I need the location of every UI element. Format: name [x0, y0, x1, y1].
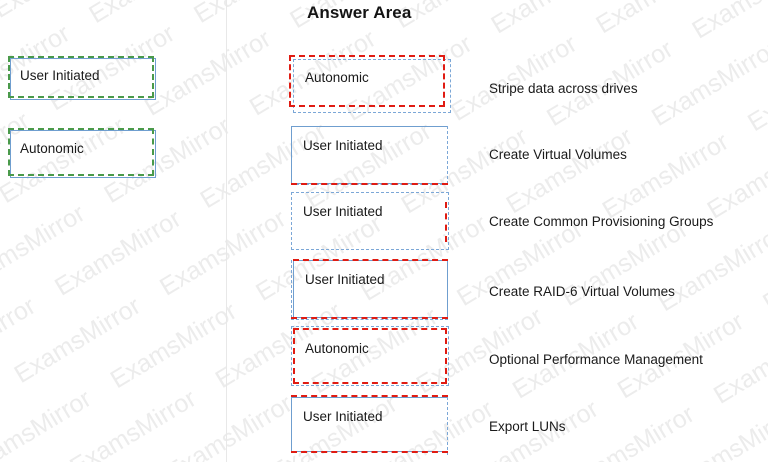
drop-zone-right-edge [447, 126, 448, 184]
drop-zone-outline [291, 192, 449, 250]
answer-dropped-value: Autonomic [305, 341, 369, 356]
drop-zone-highlight-bottom [291, 451, 448, 453]
answer-dropped-value: Autonomic [305, 70, 369, 85]
answer-prompt-4: Create RAID-6 Virtual Volumes [489, 284, 675, 299]
source-item-autonomic[interactable]: Autonomic [8, 128, 156, 178]
drop-zone-highlight [291, 183, 448, 185]
answer-drop-zone-6[interactable]: User Initiated [289, 395, 451, 455]
drop-zone-outline [293, 260, 448, 318]
source-box-outline [10, 58, 156, 100]
answer-prompt-6: Export LUNs [489, 419, 566, 434]
source-item-label: Autonomic [20, 141, 84, 156]
answer-drop-zone-3[interactable]: User Initiated [289, 192, 451, 252]
drop-zone-highlight-top [291, 395, 448, 397]
panel-divider [226, 0, 227, 462]
drop-zone-outline [291, 326, 449, 386]
drop-zone-outline [293, 59, 451, 113]
answer-dropped-value: User Initiated [303, 204, 383, 219]
drop-zone-right-edge [447, 397, 448, 455]
drop-zone-highlight-bottom [291, 317, 448, 319]
answer-prompt-1: Stripe data across drives [489, 81, 638, 96]
answer-dropped-value: User Initiated [305, 272, 385, 287]
drop-zone-left-edge [291, 260, 292, 318]
drop-zone-outline [291, 397, 447, 452]
answer-prompt-2: Create Virtual Volumes [489, 147, 627, 162]
answer-drop-zone-2[interactable]: User Initiated [289, 126, 451, 186]
page-title: Answer Area [307, 3, 412, 22]
answer-dropped-value: User Initiated [303, 409, 383, 424]
answer-prompt-3: Create Common Provisioning Groups [489, 214, 714, 229]
drop-zone-highlight-top [293, 259, 448, 261]
source-box-outline [10, 130, 156, 178]
answer-drop-zone-5[interactable]: Autonomic [289, 326, 451, 388]
answer-drop-zone-4[interactable]: User Initiated [289, 258, 451, 320]
drop-zone-bottom-edge [291, 319, 448, 320]
source-item-user-initiated[interactable]: User Initiated [8, 56, 156, 100]
drop-zone-outline [291, 126, 447, 184]
source-item-label: User Initiated [20, 68, 100, 83]
drop-zone-highlight [445, 202, 447, 242]
answer-drop-zone-1[interactable]: Autonomic [289, 55, 451, 113]
answer-prompt-5: Optional Performance Management [489, 352, 703, 367]
answer-dropped-value: User Initiated [303, 138, 383, 153]
